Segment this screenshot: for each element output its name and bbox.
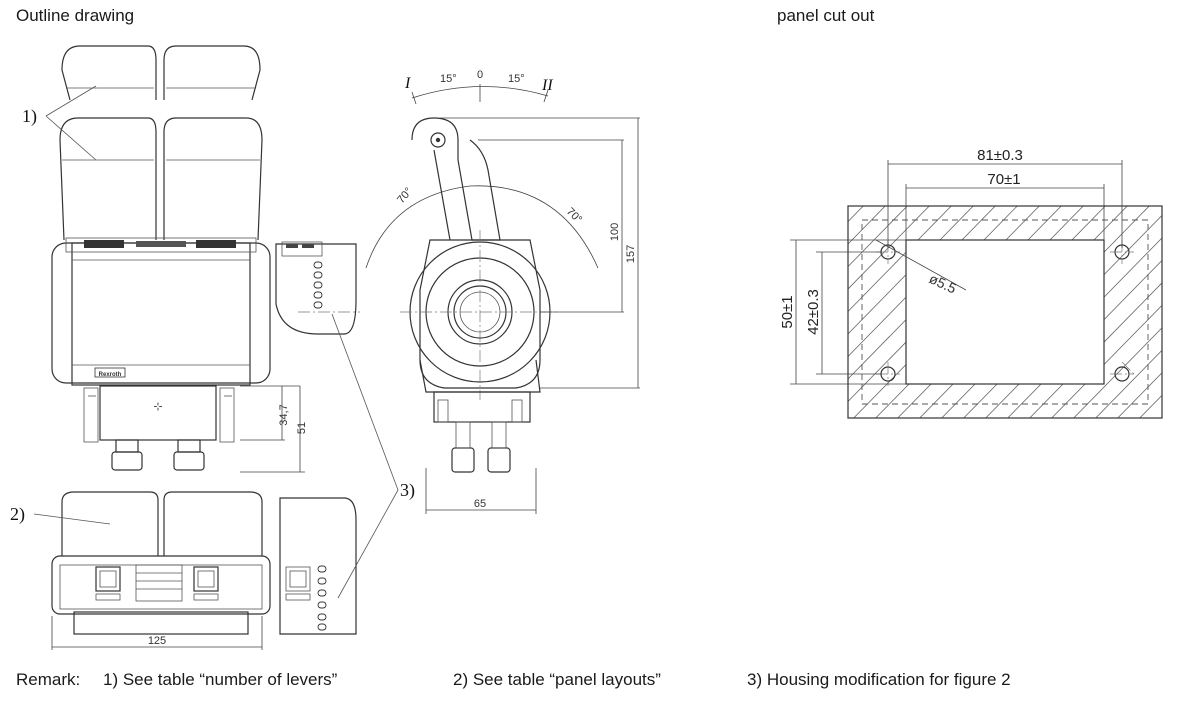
lever-side-view: I 15° 0 15° II 70° 70°	[365, 69, 640, 514]
housing-side-view-bottom	[279, 497, 357, 635]
dim-42: 42±0.3	[805, 289, 822, 335]
angle-0: 0	[477, 69, 483, 81]
dim-65: 65	[474, 498, 486, 510]
dim-50: 50±1	[779, 295, 796, 328]
angle-70-right: 70°	[564, 206, 584, 226]
outline-drawing-title: Outline drawing	[16, 6, 135, 25]
panel-front-view: 125	[51, 491, 271, 650]
callout-1: 1)	[22, 106, 37, 127]
remark-label: Remark:	[16, 670, 81, 689]
front-view: Rexroth ⊹ 34,7 51	[51, 45, 308, 473]
dim-157: 157	[625, 245, 637, 263]
dim-34-7: 34,7	[278, 404, 290, 425]
housing-side-view-top	[275, 241, 360, 335]
dim-70: 70±1	[987, 171, 1020, 188]
dim-125: 125	[148, 635, 166, 647]
remark-3: 3) Housing modification for figure 2	[747, 670, 1011, 689]
panel-cutout-title: panel cut out	[777, 6, 875, 25]
svg-text:⊹: ⊹	[153, 401, 162, 413]
position-I: I	[404, 75, 411, 92]
panel-cutout-view: ø5.5 81±0.3 70±1 50±1 42±0.3	[779, 147, 1163, 419]
callout-leaders: 1) 2) 3)	[10, 85, 415, 599]
angle-15-left: 15°	[440, 73, 457, 85]
hole-diameter: ø5.5	[927, 270, 959, 296]
angle-70-left: 70°	[395, 185, 415, 205]
callout-2: 2)	[10, 504, 25, 525]
dim-100: 100	[609, 223, 621, 241]
dim-81: 81±0.3	[977, 147, 1023, 164]
remark-1: 1) See table “number of levers”	[103, 670, 338, 689]
brand-logo-text: Rexroth	[99, 372, 122, 378]
dim-51: 51	[296, 422, 308, 434]
angle-15-right: 15°	[508, 73, 525, 85]
callout-3: 3)	[400, 480, 415, 501]
remark-2: 2) See table “panel layouts”	[453, 670, 661, 689]
position-II: II	[541, 77, 553, 94]
